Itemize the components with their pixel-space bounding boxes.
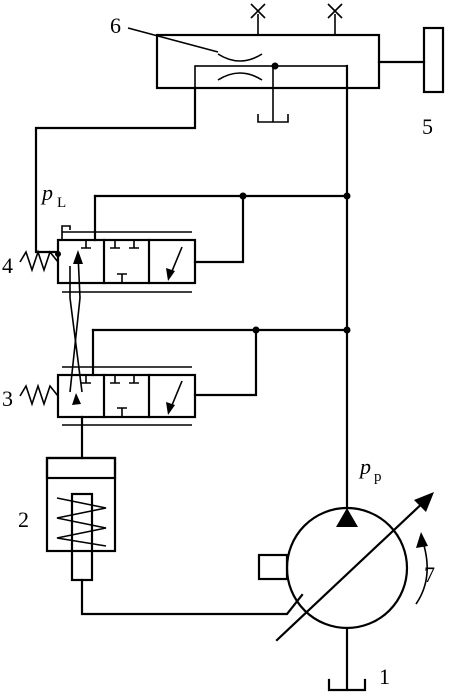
valve-lower-body [56,373,197,419]
vent-x-left [250,3,266,19]
valve-lower-flow-arrowhead [166,402,175,415]
variable-pump [257,492,434,692]
throttle-inner-frame [194,65,348,89]
throttle-arc-lower [217,72,263,81]
label-pump: 1 [379,664,390,689]
valve-lower-port-marks [81,375,139,417]
pilot-port-symbol [61,225,71,240]
valve-lower [19,366,197,426]
label-rotation: 7 [424,562,435,587]
rotation-arrowhead [416,532,428,548]
valve-upper-flow-arrowhead [166,268,175,281]
vent-x-right [327,3,343,19]
label-p-load-sub: L [57,195,66,211]
valve-upper-spring [19,249,59,273]
pump-outlet-triangle [336,508,358,527]
label-p-load: p [40,180,53,205]
drain-tank-symbol [257,114,289,123]
main-pressure-line [34,64,351,510]
cylinder-piston [70,492,94,582]
label-cylinder: 2 [18,507,29,532]
crossover-line-a [69,253,81,393]
pump-variable-arrow-line [275,496,430,642]
pump-control-stub [257,553,289,581]
pump-variable-arrowhead [414,492,434,512]
cylinder [45,415,304,616]
label-load: 5 [422,114,433,139]
label-valve-lower: 3 [2,386,13,411]
cylinder-to-pump-line [80,578,304,616]
valve-lower-spring [19,383,59,407]
label-throttle: 6 [110,13,121,38]
crossover-arrowhead [73,250,83,264]
valve-upper-port-marks [81,240,139,283]
cylinder-end-cap [45,456,117,480]
cylinder-barrel [45,456,117,553]
throttle-housing [155,33,381,90]
throttle-to-valve-line [34,86,197,254]
rotation-arc [415,541,428,605]
lower-feedback-line [193,328,258,397]
crossover-line-b [69,266,83,393]
label-p-pump: p [358,454,371,479]
upper-feedback-line [193,194,245,264]
throttle-unit [127,3,445,123]
load-mass [422,26,445,94]
throttle-leader-line [127,27,219,53]
throttle-arc-upper [217,53,263,62]
pilot-port-dot [55,251,61,257]
valve-upper [19,225,197,293]
lower-crossover-arrowhead [72,393,81,405]
label-p-pump-sub: p [374,469,382,485]
cylinder-spring [56,497,107,547]
pump-tank-symbol [327,678,367,692]
label-valve-upper: 4 [2,253,13,278]
